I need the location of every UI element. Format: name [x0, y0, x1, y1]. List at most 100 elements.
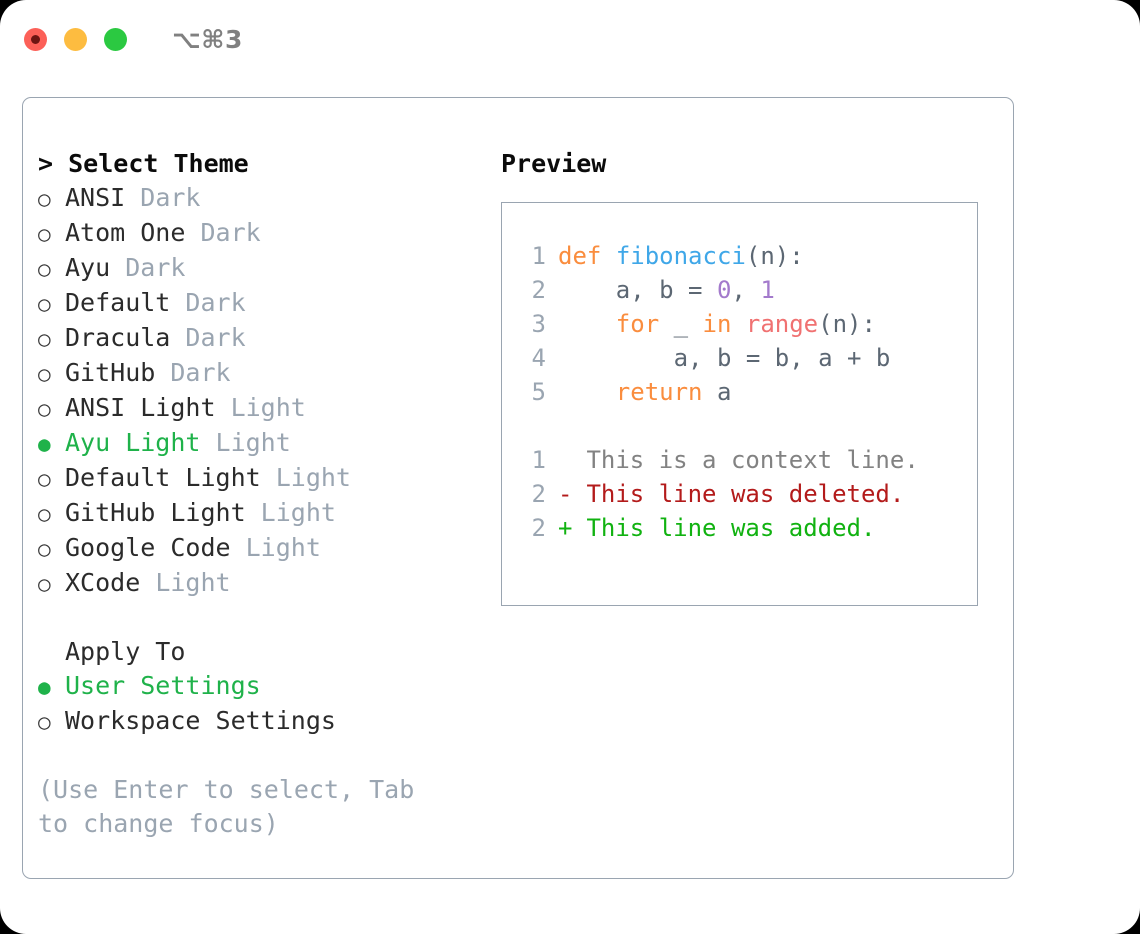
- theme-option-kind: Light: [245, 533, 321, 562]
- apply-to-option-user-settings[interactable]: ●User Settings: [38, 669, 485, 704]
- traffic-lights: [24, 27, 127, 51]
- diff-line: 2 + This line was added.: [516, 511, 977, 545]
- theme-option-label: ANSI: [65, 183, 141, 212]
- theme-option-label: Ayu: [65, 253, 126, 282]
- theme-option-kind: Dark: [185, 288, 246, 317]
- radio-unselected-icon: ○: [38, 502, 51, 526]
- theme-option-label: Atom One: [65, 218, 201, 247]
- theme-list: ○ANSI Dark○Atom One Dark○Ayu Dark○Defaul…: [38, 181, 485, 601]
- diff-line-text: This line was added.: [572, 514, 876, 542]
- line-number: 3: [531, 310, 546, 338]
- theme-option-xcode[interactable]: ○ XCode Light: [38, 566, 485, 601]
- line-number: 2: [531, 514, 546, 542]
- line-number: 2: [531, 276, 546, 304]
- diff-line: 2- This line was deleted.: [516, 477, 977, 511]
- code-token: a: [702, 378, 732, 406]
- theme-option-github[interactable]: ○GitHub Dark: [38, 356, 485, 391]
- apply-to-list: ●User Settings ○ Workspace Settings: [38, 669, 485, 739]
- page-title-label: Select Theme: [68, 149, 249, 178]
- code-line: 5 return a: [516, 375, 977, 409]
- radio-unselected-icon: ○: [38, 327, 51, 351]
- theme-option-label: ANSI Light: [65, 393, 231, 422]
- code-token: ,: [731, 276, 761, 304]
- radio-unselected-icon: ○: [38, 572, 51, 596]
- code-line: 3 for _ in range(n):: [516, 307, 977, 341]
- code-token: return: [615, 378, 703, 406]
- radio-selected-icon: ●: [38, 432, 51, 456]
- radio-unselected-icon: ○: [38, 710, 51, 734]
- code-token: a, b =: [615, 276, 717, 304]
- keyboard-shortcut-label: ⌥⌘3: [172, 24, 243, 54]
- radio-selected-icon: ●: [38, 675, 51, 699]
- code-token: fibonacci: [615, 242, 746, 270]
- theme-option-dracula[interactable]: ○ Dracula Dark: [38, 321, 485, 356]
- theme-option-label: XCode: [65, 568, 156, 597]
- selection-caret-icon: >: [38, 149, 69, 178]
- content-panel: > Select Theme ○ANSI Dark○Atom One Dark○…: [22, 97, 1014, 879]
- theme-option-ansi-light[interactable]: ○ ANSI Light Light: [38, 391, 485, 426]
- radio-unselected-icon: ○: [38, 397, 51, 421]
- code-token: 1: [760, 276, 775, 304]
- apply-to-option-label: Workspace Settings: [65, 706, 336, 735]
- diff-sample: 1 This is a context line. 2- This line wa…: [516, 443, 977, 545]
- code-token: a, b = b, a + b: [673, 344, 891, 372]
- theme-option-ayu-light[interactable]: ●Ayu Light Light: [38, 426, 485, 461]
- code-line: 2 a, b = 0, 1: [516, 273, 977, 307]
- radio-unselected-icon: ○: [38, 187, 51, 211]
- title-bar: ⌥⌘3: [0, 0, 1140, 78]
- code-token: (: [818, 310, 833, 338]
- code-token: 0: [716, 276, 732, 304]
- theme-option-kind: Light: [155, 568, 231, 597]
- minimize-button-yellow[interactable]: [64, 27, 87, 51]
- code-token: n: [832, 310, 848, 338]
- close-button-red[interactable]: [24, 27, 47, 51]
- line-number: 1: [531, 446, 546, 474]
- theme-option-kind: Dark: [125, 253, 186, 282]
- apply-to-title: Apply To: [65, 637, 186, 666]
- radio-unselected-icon: ○: [38, 362, 51, 386]
- diff-marker: +: [558, 514, 573, 542]
- theme-option-google-code[interactable]: ○Google Code Light: [38, 531, 485, 566]
- theme-option-label: Default: [65, 288, 186, 317]
- theme-option-default[interactable]: ○ Default Dark: [38, 286, 485, 321]
- diff-line-text: This line was deleted.: [572, 480, 905, 508]
- page-title: > Select Theme: [38, 147, 485, 181]
- theme-option-github-light[interactable]: ○ GitHub Light Light: [38, 496, 485, 531]
- theme-option-ayu[interactable]: ○Ayu Dark: [38, 251, 485, 286]
- preview-title: Preview: [501, 149, 607, 178]
- radio-unselected-icon: ○: [38, 292, 51, 316]
- theme-option-kind: Dark: [140, 183, 201, 212]
- code-line-content: for _ in range(n):: [558, 307, 876, 341]
- line-number: 4: [531, 344, 546, 372]
- radio-unselected-icon: ○: [38, 467, 51, 491]
- code-line-content: def fibonacci(n):: [558, 239, 804, 273]
- theme-option-label: Ayu Light: [65, 428, 216, 457]
- code-token: n: [760, 242, 775, 270]
- code-token: (: [745, 242, 761, 270]
- maximize-button-green[interactable]: [104, 27, 127, 51]
- theme-option-default-light[interactable]: ○Default Light Light: [38, 461, 485, 496]
- radio-unselected-icon: ○: [38, 537, 51, 561]
- code-line: 4 a, b = b, a + b: [516, 341, 977, 375]
- preview-gap: [516, 409, 977, 443]
- code-token: ):: [847, 310, 876, 338]
- theme-option-label: Dracula: [65, 323, 186, 352]
- diff-line-text: This is a context line.: [572, 446, 919, 474]
- theme-option-label: GitHub Light: [65, 498, 261, 527]
- theme-option-kind: Dark: [170, 358, 231, 387]
- apply-to-option-workspace-settings[interactable]: ○ Workspace Settings: [38, 704, 485, 739]
- theme-option-kind: Light: [230, 393, 306, 422]
- theme-option-ansi[interactable]: ○ ANSI Dark: [38, 181, 485, 216]
- diff-marker: [558, 443, 572, 477]
- code-line-content: a, b = b, a + b: [558, 341, 891, 375]
- theme-option-kind: Dark: [185, 323, 246, 352]
- theme-option-kind: Light: [260, 498, 336, 527]
- radio-unselected-icon: ○: [38, 222, 51, 246]
- line-number: 5: [531, 378, 546, 406]
- theme-option-atom-one[interactable]: ○Atom One Dark: [38, 216, 485, 251]
- code-token: ):: [774, 242, 804, 270]
- line-number: 2: [531, 480, 546, 508]
